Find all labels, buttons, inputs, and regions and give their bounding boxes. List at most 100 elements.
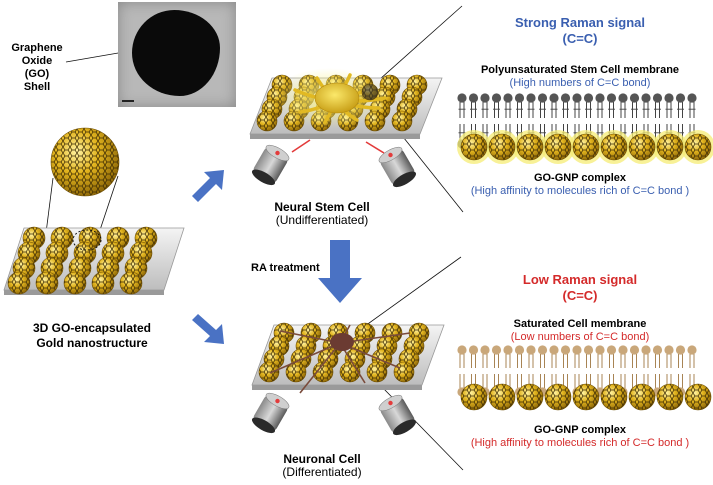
camera-lens	[251, 169, 276, 186]
go-mesh	[392, 111, 412, 131]
stem-membrane-caption: Polyunsaturated Stem Cell membrane (High…	[455, 64, 705, 90]
top-complex-title: GO-GNP complex	[533, 172, 627, 184]
go-mesh	[8, 272, 30, 294]
go-gnp-top-row	[457, 130, 713, 164]
go-mesh	[461, 384, 487, 410]
gold-nanosphere	[544, 133, 572, 161]
lipid-head	[664, 93, 674, 103]
neuron-soma	[330, 333, 354, 351]
gold-nanosphere	[7, 271, 31, 295]
go-label-line-2: (GO)	[24, 68, 50, 80]
gold-nanosphere	[572, 383, 600, 411]
gold-nanosphere	[488, 133, 516, 161]
lipid-head	[491, 93, 502, 103]
gold-nanosphere	[516, 383, 544, 411]
sphere-outline	[600, 133, 628, 161]
go-mesh	[601, 384, 627, 410]
gold-nanosphere	[460, 133, 488, 161]
sphere-outline	[628, 383, 656, 411]
magnified-sphere	[50, 127, 120, 197]
strong-raman-line-2: (C=C)	[562, 31, 598, 46]
lipid-head	[664, 345, 674, 355]
structure-label: 3D GO-encapsulated Gold nanostructure	[2, 321, 182, 351]
gold-nanosphere	[256, 110, 278, 132]
sphere-outline	[339, 361, 361, 383]
sphere-outline	[460, 133, 488, 161]
laser-dot	[388, 400, 393, 406]
structure-label-line-2: Gold nanostructure	[36, 336, 148, 350]
low-raman-line-1: Low Raman signal	[522, 272, 638, 287]
lipid-head	[687, 345, 697, 355]
stem-membrane-title: Polyunsaturated Stem Cell membrane	[480, 64, 680, 76]
sphere-outline	[516, 383, 544, 411]
raman-camera-right-top	[378, 146, 417, 188]
lipid-head	[480, 345, 490, 355]
gold-nanosphere	[544, 383, 572, 411]
go-mesh	[461, 134, 487, 160]
neuronal-cell-subtitle: (Differentiated)	[282, 465, 362, 479]
raman-camera-left-bottom	[251, 392, 290, 434]
go-mesh	[286, 362, 306, 382]
stem-cell-subtitle: (Undifferentiated)	[275, 213, 369, 227]
left-sphere-array	[7, 226, 158, 295]
sphere-outline	[63, 271, 87, 295]
sphere-outline	[35, 271, 59, 295]
camera-lens	[392, 419, 417, 436]
go-mesh	[120, 272, 142, 294]
lipid-head	[560, 93, 571, 103]
gold-nanosphere	[366, 361, 388, 383]
lipid-head	[468, 93, 479, 103]
gold-nanosphere	[460, 383, 488, 411]
scale-bar	[122, 100, 134, 102]
gold-nanosphere	[684, 383, 712, 411]
go-label-line-3: Shell	[23, 81, 51, 93]
camera-lens	[251, 417, 276, 434]
stem-cell-caption: Neural Stem Cell (Undifferentiated)	[252, 201, 392, 227]
go-mesh	[51, 128, 119, 196]
arrow-to-stem-cell	[192, 170, 224, 202]
lipid-head	[491, 345, 502, 355]
plate-edge	[4, 290, 164, 295]
go-mesh	[489, 134, 515, 160]
stem-cell-title: Neural Stem Cell	[274, 200, 370, 214]
gold-nanosphere	[393, 361, 415, 383]
sphere-outline	[7, 271, 31, 295]
plate-edge	[250, 134, 420, 139]
gold-nanosphere	[600, 133, 628, 161]
laser-dot	[275, 398, 280, 404]
bottom-complex-title: GO-GNP complex	[533, 424, 627, 436]
lipid-head	[457, 345, 467, 355]
go-mesh	[545, 134, 571, 160]
lipid-head	[583, 345, 594, 355]
go-mesh	[259, 362, 279, 382]
go-mesh	[489, 384, 515, 410]
go-mesh	[517, 384, 543, 410]
sphere-outline	[91, 271, 115, 295]
sphere-outline	[119, 271, 143, 295]
lipid-head	[687, 93, 697, 103]
gold-nanosphere	[339, 361, 361, 383]
laser-dot	[275, 150, 280, 156]
lipid-head	[503, 345, 513, 355]
gold-nanosphere	[684, 133, 712, 161]
neurite	[269, 342, 341, 374]
go-mesh	[629, 384, 655, 410]
go-mesh	[629, 134, 655, 160]
go-mesh	[601, 134, 627, 160]
plate-edge	[252, 385, 422, 390]
lipid-head	[675, 345, 686, 355]
sphere-outline	[366, 361, 388, 383]
lipid-head	[560, 345, 571, 355]
lipid-head	[675, 93, 686, 103]
lipid-head	[549, 93, 559, 103]
cell-body	[314, 82, 360, 114]
zoom-line-left	[45, 177, 54, 234]
lipid-head	[514, 345, 525, 355]
lipid-head	[618, 93, 628, 103]
neurite	[299, 342, 341, 394]
neuronal-cell	[269, 324, 411, 394]
laser-beam-right-lower	[365, 141, 385, 154]
lipid-head	[606, 93, 617, 103]
sphere-outline	[50, 127, 120, 197]
top-complex-caption: GO-GNP complex (High affinity to molecul…	[452, 172, 708, 198]
